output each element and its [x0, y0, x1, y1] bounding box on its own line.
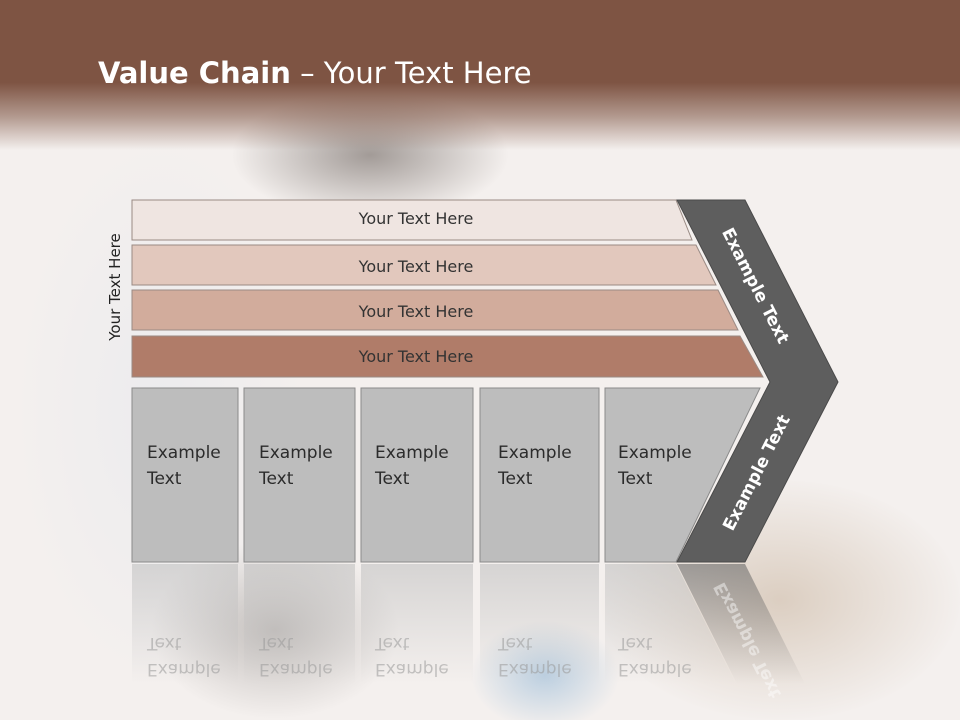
box-label-2-reflection: Example Text [259, 630, 333, 682]
box-label-3-line2: Text [375, 469, 410, 489]
box-label-1-line1: Example [147, 443, 221, 463]
box-label-1-line2: Text [147, 469, 182, 489]
refl-3-line2: Text [375, 633, 410, 653]
refl-2-line2: Text [259, 633, 294, 653]
bar-label-3: Your Text Here [358, 302, 474, 321]
box-label-2-line1: Example [259, 443, 333, 463]
box-label-4-line2: Text [498, 469, 533, 489]
slide-title: Value Chain – Your Text Here [98, 56, 532, 90]
bar-label-1: Your Text Here [358, 209, 474, 228]
box-label-2-line2: Text [259, 469, 294, 489]
box-4-reflection [480, 564, 599, 684]
bar-label-2: Your Text Here [358, 257, 474, 276]
refl-4-line2: Text [498, 633, 533, 653]
box-5-reflection [605, 564, 736, 684]
box-5 [604, 387, 761, 563]
box-3 [360, 387, 474, 563]
bar-1 [131, 199, 693, 241]
bar-label-4: Your Text Here [358, 347, 474, 366]
refl-5-line2: Text [618, 633, 653, 653]
chevron-reflection [677, 564, 805, 684]
box-label-5-reflection: Example Text [618, 630, 692, 682]
box-1-reflection [132, 564, 238, 684]
box-3-reflection [361, 564, 473, 684]
title-rest: – Your Text Here [290, 56, 532, 90]
box-label-3-line1: Example [375, 443, 449, 463]
refl-4-line1: Example [498, 659, 572, 679]
box-2-reflection [244, 564, 355, 684]
bar-3 [131, 289, 739, 331]
box-1 [131, 387, 239, 563]
box-label-1-reflection: Example Text [147, 630, 221, 682]
refl-3-line1: Example [375, 659, 449, 679]
box-2 [243, 387, 356, 563]
refl-2-line1: Example [259, 659, 333, 679]
title-bold: Value Chain [98, 56, 291, 90]
refl-1-line2: Text [147, 633, 182, 653]
bar-2 [131, 244, 717, 286]
box-label-5-line2: Text [618, 469, 653, 489]
box-4 [479, 387, 600, 563]
header-band [0, 0, 960, 150]
refl-1-line1: Example [147, 659, 221, 679]
box-label-4-line1: Example [498, 443, 572, 463]
refl-5-line1: Example [618, 659, 692, 679]
box-label-4-reflection: Example Text [498, 630, 572, 682]
bar-4 [131, 335, 764, 378]
box-label-5-line1: Example [618, 443, 692, 463]
box-label-3-reflection: Example Text [375, 630, 449, 682]
chevron-arrow [676, 199, 839, 563]
